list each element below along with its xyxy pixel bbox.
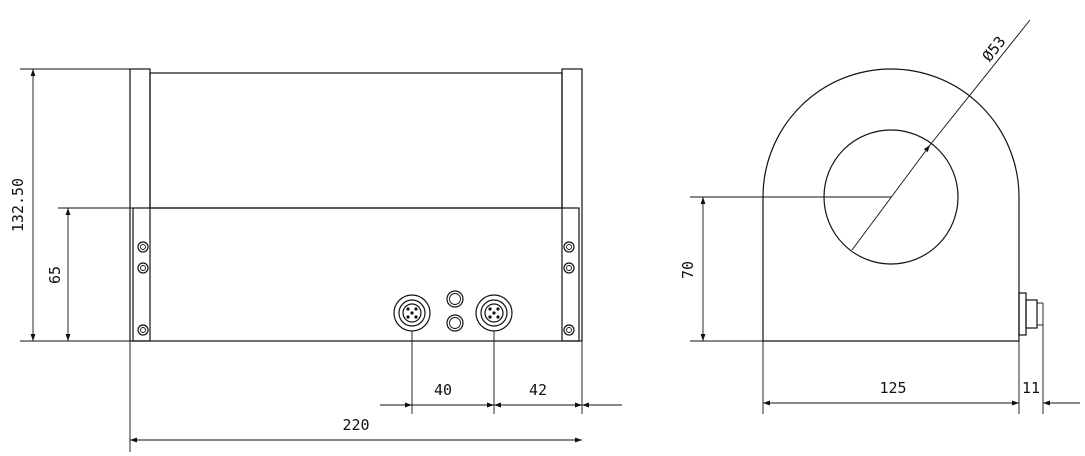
screw-icon bbox=[563, 241, 575, 253]
connector-left-icon bbox=[393, 294, 431, 332]
dim-total-height: 132.50 bbox=[9, 68, 133, 342]
dim-label-hole-center-height: 70 bbox=[679, 261, 697, 279]
connector-right-icon bbox=[475, 294, 513, 332]
dim-hole-center-height: 70 bbox=[679, 197, 763, 342]
dim-label-body-height: 65 bbox=[46, 266, 64, 284]
side-view: Ø53 70 125 11 bbox=[679, 19, 1080, 414]
screw-icon bbox=[137, 241, 149, 253]
dim-label-total-length: 220 bbox=[342, 416, 369, 434]
lower-body bbox=[132, 207, 580, 342]
upper-housing bbox=[149, 72, 563, 209]
dim-label-connector-edge: 42 bbox=[529, 381, 547, 399]
dim-connector-spacing: 40 42 bbox=[380, 331, 622, 414]
dim-connector-depth: 11 bbox=[1022, 325, 1080, 414]
screw-icon bbox=[563, 324, 575, 336]
dim-label-total-height: 132.50 bbox=[9, 178, 27, 232]
screw-icon bbox=[137, 324, 149, 336]
side-body-outline bbox=[762, 68, 1020, 342]
dim-side-width: 125 bbox=[762, 341, 1020, 414]
dim-body-height: 65 bbox=[46, 207, 133, 341]
dim-label-connector-depth: 11 bbox=[1022, 379, 1040, 397]
screw-group bbox=[137, 241, 575, 336]
front-view: 132.50 65 40 42 220 bbox=[9, 68, 622, 452]
dim-label-connector-spacing: 40 bbox=[434, 381, 452, 399]
indicator-light-icon bbox=[446, 290, 464, 308]
side-connector-icon bbox=[1018, 292, 1044, 336]
screw-icon bbox=[137, 262, 149, 274]
dim-label-bore-diameter: Ø53 bbox=[979, 33, 1010, 65]
indicator-light-icon bbox=[446, 314, 464, 332]
screw-icon bbox=[563, 262, 575, 274]
dim-total-length: 220 bbox=[129, 341, 582, 452]
dim-label-side-width: 125 bbox=[879, 379, 906, 397]
